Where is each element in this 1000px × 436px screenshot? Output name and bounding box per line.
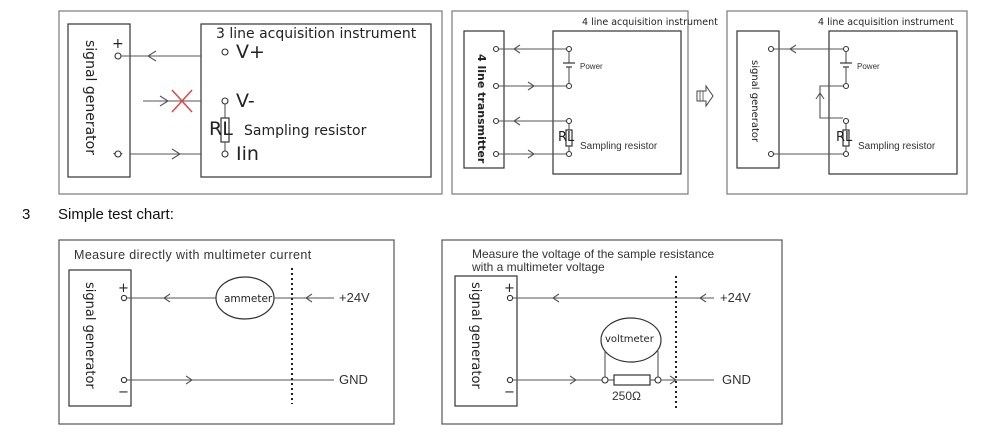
signal-generator-box-5 <box>454 275 518 407</box>
sampling-resistor-label: Sampling resistor <box>244 123 367 139</box>
sampling-resistor-label-3: Sampling resistor <box>858 141 936 152</box>
section-heading: 3 Simple test chart: <box>22 206 174 223</box>
transmitter-terminal-3 <box>492 117 500 125</box>
resistor-terminal-bottom-3 <box>842 150 850 158</box>
panel-4-line-transmitter: 4 line transmitter 4 line acquisition in… <box>451 10 718 195</box>
generator-plus-terminal-5 <box>506 294 514 302</box>
power-terminal-bottom-3 <box>842 82 850 90</box>
vplus-terminal <box>221 48 229 56</box>
transmitter-terminal-1 <box>492 45 500 53</box>
signal-generator-box-3 <box>736 30 780 169</box>
iin-label: Iin <box>236 143 259 165</box>
resistor-value-label: 250Ω <box>612 389 641 403</box>
panel-ammeter-test: Measure directly with multimeter current… <box>58 239 395 425</box>
instrument-box-2 <box>552 30 682 175</box>
instrument-title-3: 4 line acquisition instrument <box>818 17 954 28</box>
v24-label-5: +24V <box>720 290 751 305</box>
resistor-terminal-top <box>565 117 573 125</box>
rl-label-3: RL <box>836 130 853 145</box>
signal-generator-box-4 <box>68 269 132 407</box>
arrow-right-bottom <box>171 148 182 160</box>
transmitter-box <box>463 30 505 169</box>
resistor-250-symbol <box>613 374 651 386</box>
signal-generator-label: signal generator <box>82 40 98 155</box>
resistor-node-left <box>601 376 609 384</box>
sampling-resistor-label-2: Sampling resistor <box>580 141 658 152</box>
generator-terminal-top-3 <box>767 45 775 53</box>
signal-generator-label-3: signal generator <box>749 60 760 143</box>
panel-4-line-signal-generator: signal generator 4 line acquisition inst… <box>726 10 968 195</box>
panel-3-line-instrument: signal generator + − 3 line acquisition … <box>58 10 443 195</box>
instrument-title-2: 4 line acquisition instrument <box>582 17 718 28</box>
signal-generator-label-5: signal generator <box>468 282 483 389</box>
generator-plus-label-4: + <box>118 281 129 296</box>
power-terminal-top <box>565 45 573 53</box>
power-terminal-bottom <box>565 82 573 90</box>
rl-label-2: RL <box>558 130 575 145</box>
voltmeter-label: voltmeter <box>605 334 655 345</box>
panel-voltmeter-test: Measure the voltage of the sample resist… <box>441 239 783 425</box>
arrow-left-top <box>146 50 157 62</box>
generator-minus-terminal-5 <box>506 376 514 384</box>
power-label: Power <box>580 62 603 71</box>
generator-minus-label-5: − <box>504 385 515 400</box>
generator-plus-label-5: + <box>504 281 515 296</box>
voltmeter-panel-title-1: Measure the voltage of the sample resist… <box>472 247 714 261</box>
instrument-box <box>200 23 432 178</box>
rl-label: RL <box>209 118 233 140</box>
vminus-label: V- <box>236 90 255 112</box>
transmitter-terminal-2 <box>492 82 500 90</box>
generator-minus-terminal <box>114 150 122 158</box>
resistor-terminal-bottom <box>565 150 573 158</box>
cross-mark-icon <box>171 89 193 113</box>
generator-terminal-bottom-3 <box>767 150 775 158</box>
power-label-3: Power <box>857 62 880 71</box>
gnd-label-5: GND <box>722 372 751 387</box>
voltmeter-panel-title-2: with a multimeter voltage <box>471 260 605 274</box>
voltmeter-symbol <box>600 317 662 363</box>
generator-minus-label-4: − <box>118 385 129 400</box>
arrow-right-middle <box>159 95 170 107</box>
instrument-box-3 <box>828 30 958 175</box>
ammeter-panel-title: Measure directly with multimeter current <box>74 248 312 262</box>
generator-plus-label: + <box>112 36 124 52</box>
iin-terminal <box>221 150 229 158</box>
resistor-terminal-top-3 <box>842 117 850 125</box>
generator-plus-terminal <box>114 52 122 60</box>
section-title: Simple test chart: <box>58 206 174 223</box>
vplus-label: V+ <box>236 41 265 63</box>
power-terminal-top-3 <box>842 45 850 53</box>
instrument-title: 3 line acquisition instrument <box>216 26 417 42</box>
generator-plus-terminal-4 <box>120 294 128 302</box>
ammeter-label: ammeter <box>224 293 273 305</box>
transition-arrow-icon <box>696 84 714 108</box>
gnd-label-4: GND <box>339 372 368 387</box>
transmitter-label: 4 line transmitter <box>475 54 488 164</box>
signal-generator-label-4: signal generator <box>82 282 97 389</box>
generator-minus-terminal-4 <box>120 376 128 384</box>
resistor-node-right <box>654 376 662 384</box>
section-number: 3 <box>22 206 31 223</box>
transmitter-terminal-4 <box>492 150 500 158</box>
vminus-terminal <box>221 97 229 105</box>
v24-label-4: +24V <box>339 290 370 305</box>
